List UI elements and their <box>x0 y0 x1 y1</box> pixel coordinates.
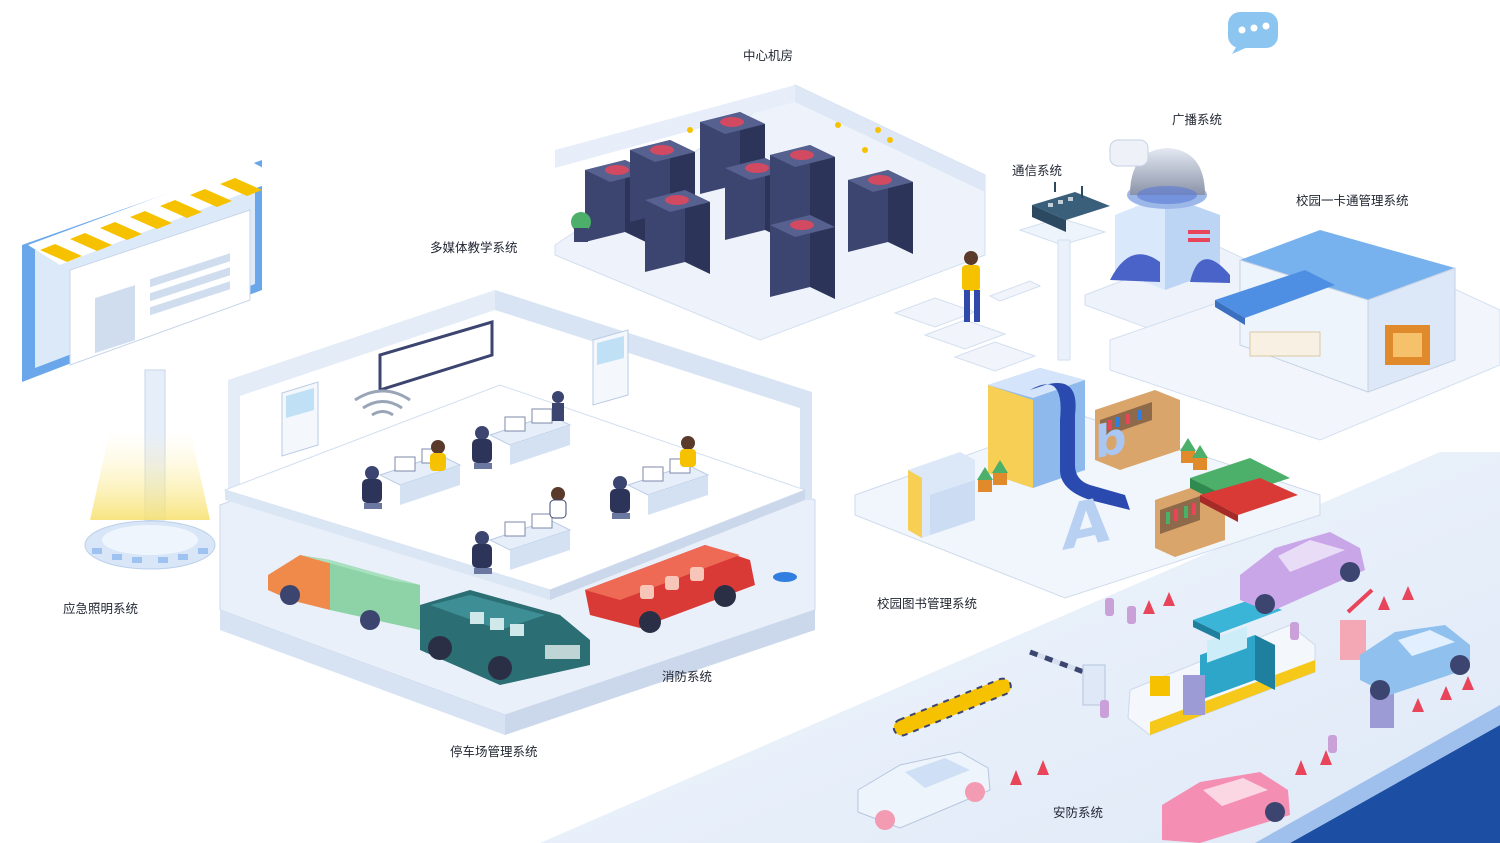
ticket-machine <box>1183 675 1205 715</box>
jeep-teal <box>420 590 590 685</box>
car-pink <box>1162 772 1290 843</box>
whiteboard <box>378 319 494 393</box>
barrier-post-left <box>1082 664 1106 706</box>
guard-booth <box>1193 598 1282 700</box>
classroom-wall-right <box>495 290 812 412</box>
label-data-center: 中心机房 <box>743 48 794 63</box>
door <box>281 329 629 457</box>
label-communication-system: 通信系统 <box>1012 163 1063 178</box>
sign-board <box>1150 676 1170 696</box>
book-ribbon <box>1030 383 1130 510</box>
wifi-icon <box>354 389 411 417</box>
label-emergency-lighting-system: 应急照明系统 <box>63 601 139 616</box>
speed-bump <box>893 678 1011 736</box>
chat-bubble-icon <box>1228 12 1278 54</box>
classroom-building <box>219 290 816 735</box>
person-walking <box>962 251 980 322</box>
traffic-cones <box>1010 586 1474 785</box>
plant <box>571 212 591 242</box>
label-parking-system: 停车场管理系统 <box>450 744 538 759</box>
label-security-system: 安防系统 <box>1053 805 1104 820</box>
car-white <box>857 751 991 830</box>
bollards <box>1100 598 1337 753</box>
classroom-wall-left <box>228 290 495 400</box>
label-campus-card-system: 校园一卡通管理系统 <box>1296 193 1409 208</box>
server-racks <box>585 112 913 299</box>
library-objects <box>908 368 1298 557</box>
stacked-books <box>1190 458 1298 522</box>
emergency-lighting-billboard <box>22 160 282 570</box>
road-edge-light <box>1255 705 1500 843</box>
label-multimedia-system: 多媒体教学系统 <box>430 240 518 255</box>
car-purple <box>1240 532 1365 614</box>
barrier-arm-right <box>1346 588 1374 614</box>
library-letter-b: b <box>1095 411 1127 470</box>
label-library-system: 校园图书管理系统 <box>877 596 978 611</box>
truck-orange-green <box>268 555 420 630</box>
road-area <box>540 452 1500 843</box>
campus-card-store <box>1215 230 1456 393</box>
broadcast-station <box>1109 139 1230 290</box>
label-broadcast-system: 广播系统 <box>1172 112 1223 127</box>
data-center <box>554 84 986 341</box>
library-letter-a: A <box>1062 481 1110 566</box>
label-fire-protection-system: 消防系统 <box>662 669 713 684</box>
communication-tower <box>1018 182 1110 361</box>
library-plants <box>977 438 1208 492</box>
fire-truck-red <box>585 545 797 633</box>
light-beam <box>90 430 210 520</box>
stairs <box>893 280 1042 372</box>
car-blue <box>1360 625 1470 700</box>
gold-dots <box>687 122 893 153</box>
data-center-wall-left <box>555 85 795 168</box>
ticket-machine <box>1340 620 1366 660</box>
student-desks <box>362 391 710 574</box>
road-surface <box>540 452 1500 843</box>
